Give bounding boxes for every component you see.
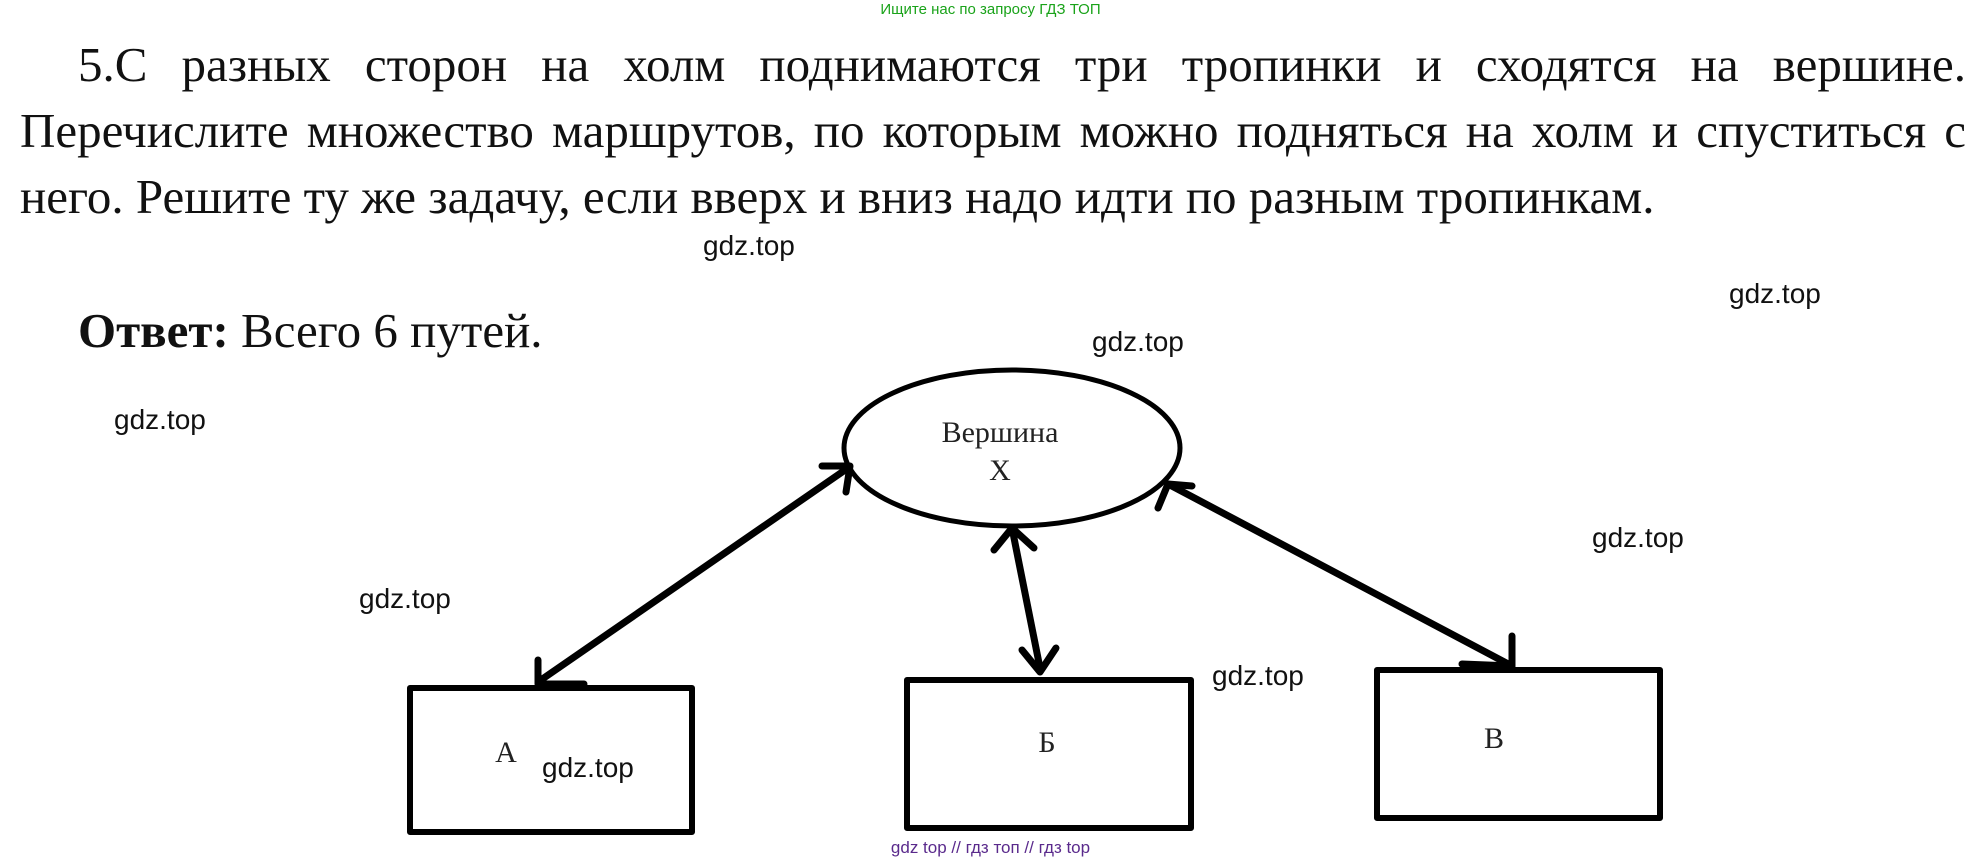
node-box-a [407,685,695,835]
summit-label-line1: Вершина [942,416,1059,449]
summit-label-line2: X [989,454,1011,487]
node-label-v: В [1484,722,1504,755]
answer-label: Ответ: [78,303,229,358]
node-box-b [904,677,1194,831]
search-hint: Ищите нас по запросу ГДЗ ТОП [880,1,1101,18]
arrowhead-b-bottom [1018,644,1060,676]
answer-text: Всего 6 путей. [228,303,543,358]
arrowhead-a-top [818,462,854,496]
watermark: gdz.top [542,752,634,783]
arrowhead-v-top [1154,480,1196,512]
node-box-v [1374,667,1663,821]
node-label-a: А [495,736,517,769]
watermark: gdz.top [359,583,451,614]
path-line-v [1164,480,1516,670]
path-line-a [534,464,852,686]
node-label-b: Б [1038,726,1055,759]
watermark: gdz.top [703,230,795,261]
arrowhead-a-bottom [534,656,588,688]
watermark: gdz.top [114,404,206,435]
footer-watermark: gdz top // гдз топ // гдз top [890,838,1091,857]
answer-line: Ответ: Всего 6 путей. [78,302,543,359]
watermark: gdz.top [1092,326,1184,357]
watermark: gdz.top [1729,278,1821,309]
path-line-b [1008,524,1044,672]
problem-statement: 5.С разных сторон на холм поднимаются тр… [20,37,1966,224]
watermark: gdz.top [1212,660,1304,691]
arrowhead-b-top [990,524,1038,554]
watermark: gdz.top [1592,522,1684,553]
arrowhead-v-bottom [1458,632,1516,670]
